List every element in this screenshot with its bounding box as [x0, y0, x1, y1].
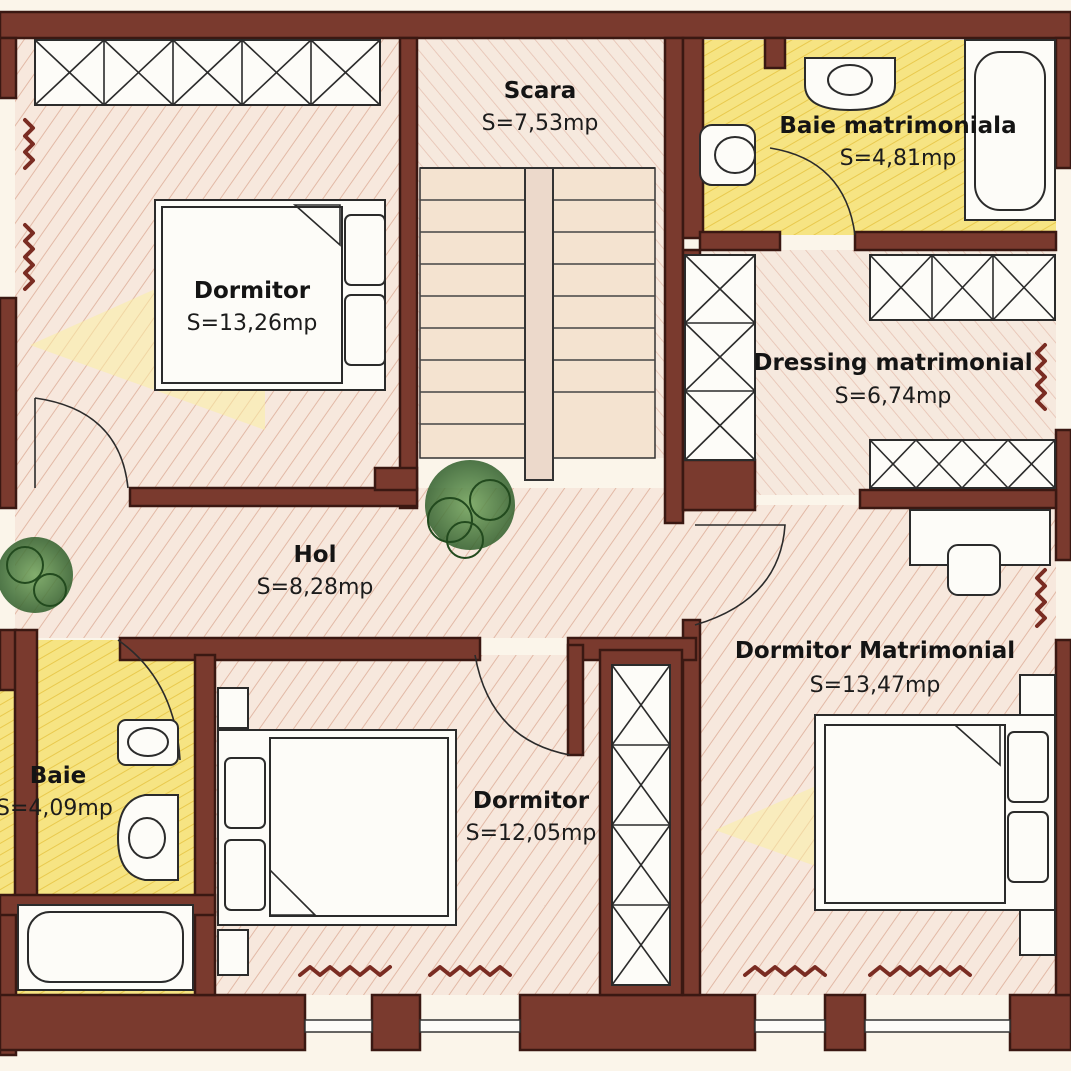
room-labels: Dormitor S=13,26mp Scara S=7,53mp Baie m…	[0, 78, 1033, 846]
staircase	[419, 167, 656, 481]
dormitor-s-furniture	[217, 664, 671, 986]
room-area-baie: S=4,09mp	[0, 796, 113, 821]
room-name-baie-matrimoniala: Baie matrimoniala	[779, 113, 1016, 139]
room-area-hol: S=8,28mp	[257, 575, 374, 600]
curtains	[23, 118, 1047, 977]
room-name-dormitor-matrimonial: Dormitor Matrimonial	[735, 638, 1015, 664]
room-name-hol: Hol	[294, 542, 337, 568]
plants	[0, 460, 515, 613]
room-name-baie: Baie	[30, 763, 87, 789]
dormitor-matrimonial-furniture	[814, 509, 1056, 956]
windows	[304, 1019, 1011, 1033]
room-name-scara: Scara	[504, 78, 577, 104]
doors	[34, 147, 856, 761]
room-name-dressing-matrimonial: Dressing matrimonial	[753, 350, 1032, 376]
room-area-dormitor-matrimonial: S=13,47mp	[810, 673, 941, 698]
dormitor-nw-furniture	[34, 39, 386, 391]
room-name-dormitor-s: Dormitor	[473, 788, 590, 814]
baie-matrimoniala-furniture	[699, 39, 1056, 221]
dressing-furniture	[684, 254, 1056, 489]
baie-furniture	[17, 719, 194, 991]
room-area-dormitor-s: S=12,05mp	[466, 821, 597, 846]
room-area-dormitor-nw: S=13,26mp	[187, 311, 318, 336]
room-area-scara: S=7,53mp	[482, 111, 599, 136]
room-area-dressing-matrimonial: S=6,74mp	[835, 384, 952, 409]
room-area-baie-matrimoniala: S=4,81mp	[840, 146, 957, 171]
room-name-dormitor-nw: Dormitor	[194, 278, 311, 304]
